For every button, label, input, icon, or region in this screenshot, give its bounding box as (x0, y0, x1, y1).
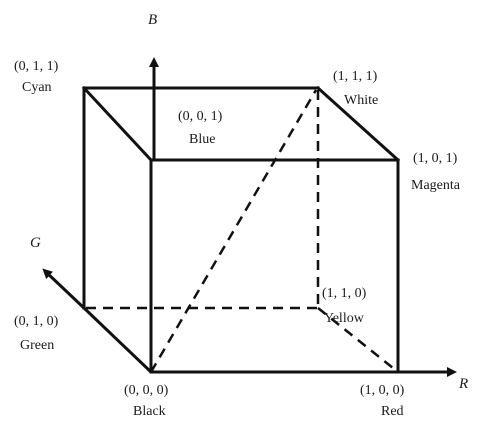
b-axis-label: B (148, 12, 157, 28)
green-name-label: Green (20, 338, 54, 353)
red-name-label: Red (381, 404, 404, 419)
hidden-edge-yellow-red (317, 307, 399, 373)
white-coord-label: (1, 1, 1) (333, 69, 378, 84)
red-coord-label: (1, 0, 0) (360, 383, 405, 398)
blue-name-label: Blue (189, 132, 215, 147)
blue-coord-label: (0, 0, 1) (178, 109, 223, 124)
cyan-name-label: Cyan (22, 80, 52, 95)
green-coord-label: (0, 1, 0) (14, 314, 59, 329)
magenta-coord-label: (1, 0, 1) (413, 151, 458, 166)
yellow-coord-label: (1, 1, 0) (322, 286, 367, 301)
edge-cyan-blue (81, 85, 154, 163)
r-axis-label: R (458, 376, 468, 392)
diagonal-black-white (149, 89, 318, 373)
g-axis-label: G (30, 235, 41, 251)
black-coord-label: (0, 0, 0) (124, 383, 169, 398)
g-axis (42, 268, 86, 310)
black-name-label: Black (133, 404, 166, 419)
edge-white-magenta (315, 85, 401, 163)
cyan-coord-label: (0, 1, 1) (14, 59, 59, 74)
yellow-name-label: Yellow (324, 311, 365, 326)
magenta-name-label: Magenta (411, 178, 461, 193)
white-name-label: White (344, 93, 378, 108)
g-axis-segment (82, 306, 153, 374)
